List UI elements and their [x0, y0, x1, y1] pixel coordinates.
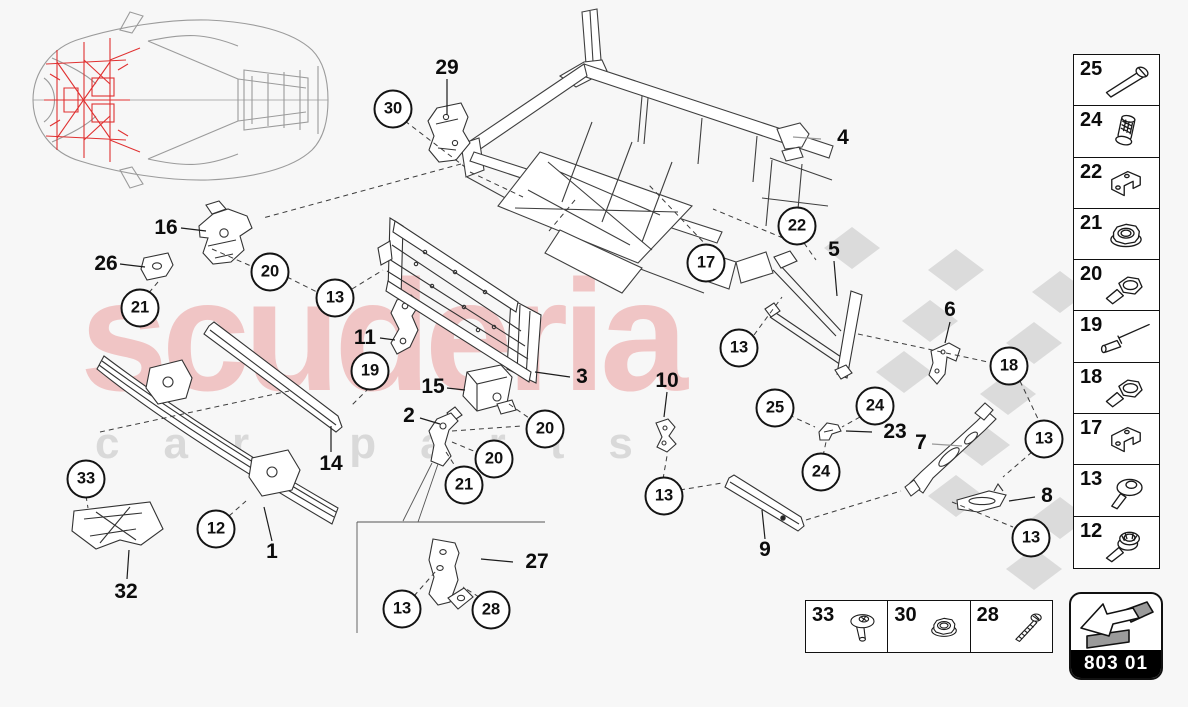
hex-bolt-icon	[1105, 379, 1143, 408]
washer-bolt-icon	[1111, 479, 1143, 510]
part-balloon[interactable]: 20	[525, 409, 565, 449]
parts-line-art	[71, 102, 1007, 610]
section-arrow-icon	[1080, 601, 1154, 649]
fastener-column: 25 24 22 21 20 19 18 17 13 12	[1073, 54, 1160, 569]
part-balloon[interactable]: 25	[755, 388, 795, 428]
fastener-row: 33 30 28	[805, 600, 1053, 653]
part-balloon[interactable]: 22	[777, 206, 817, 246]
part-number: 21	[1080, 211, 1103, 234]
dashed-leader-lines	[85, 120, 1040, 598]
car-top-view	[32, 11, 329, 189]
part-number: 20	[1080, 263, 1103, 286]
parts-column-cell[interactable]: 25	[1074, 55, 1159, 107]
part-number: 19	[1080, 314, 1103, 337]
highlighted-front-frame	[44, 38, 141, 162]
flange-nut-icon	[1110, 223, 1142, 248]
part-balloon[interactable]: 19	[350, 351, 390, 391]
flange-nut-icon	[930, 617, 957, 637]
diagram-ref-box[interactable]: 803 01	[1069, 592, 1163, 680]
parts-column-cell[interactable]: 13	[1074, 465, 1159, 517]
collar-bolt-icon	[1105, 531, 1140, 563]
u-bracket-icon	[1111, 426, 1141, 453]
part-number-label: 14	[319, 452, 343, 475]
part-balloon[interactable]: 18	[989, 346, 1029, 386]
part-number-label: 7	[915, 431, 927, 454]
parts-column-cell[interactable]: 22	[1074, 158, 1159, 209]
parts-column-cell[interactable]: 24	[1074, 106, 1159, 158]
part-number: 30	[894, 604, 917, 626]
part-balloon[interactable]: 13	[1024, 419, 1064, 459]
part-number-label: 11	[353, 326, 377, 349]
long-bolt-icon	[1105, 66, 1149, 98]
part-number: 24	[1080, 109, 1103, 132]
part-number-label: 16	[154, 216, 178, 239]
part-balloon[interactable]: 24	[855, 386, 895, 426]
part-number-label: 26	[94, 252, 118, 275]
part-balloon[interactable]: 12	[196, 509, 236, 549]
washer-screw-icon	[850, 614, 875, 642]
part-number-label: 3	[576, 365, 588, 388]
parts-column-cell[interactable]: 18	[1074, 363, 1159, 415]
part-balloon[interactable]: 20	[474, 439, 514, 479]
part-balloon[interactable]: 30	[373, 89, 413, 129]
fastener-row-cell[interactable]: 33	[806, 601, 889, 652]
part-balloon[interactable]: 24	[801, 452, 841, 492]
part-balloon[interactable]: 20	[250, 252, 290, 292]
part-balloon[interactable]: 17	[686, 243, 726, 283]
part-balloon[interactable]: 33	[66, 459, 106, 499]
part-number: 22	[1080, 160, 1103, 183]
part-number: 28	[976, 604, 999, 626]
long-screw-icon	[1015, 613, 1042, 642]
part-number: 18	[1080, 365, 1103, 388]
parts-column-cell[interactable]: 21	[1074, 209, 1159, 261]
part-balloon[interactable]: 13	[719, 328, 759, 368]
part-number: 33	[812, 604, 835, 626]
part-number-label: 9	[759, 538, 771, 561]
fastener-row-cell[interactable]: 28	[971, 601, 1052, 652]
u-bracket-icon	[1111, 170, 1141, 196]
fastener-row-cell[interactable]: 30	[888, 601, 971, 652]
blind-rivet-icon	[1100, 324, 1150, 354]
part-number: 17	[1080, 417, 1103, 440]
leader-lines	[119, 79, 1036, 633]
part-number-label: 8	[1041, 484, 1053, 507]
part-balloon[interactable]: 21	[444, 465, 484, 505]
part-balloon[interactable]: 13	[644, 476, 684, 516]
part-balloon[interactable]: 28	[471, 590, 511, 630]
front-frame-assembly	[460, 8, 834, 294]
part-number-label: 4	[837, 126, 849, 149]
part-number-label: 15	[421, 375, 445, 398]
part-balloon[interactable]: 13	[315, 278, 355, 318]
part-number: 25	[1080, 58, 1103, 80]
part-number-label: 32	[114, 580, 138, 603]
part-balloon[interactable]: 13	[1011, 518, 1051, 558]
part-number-label: 10	[655, 369, 679, 392]
rivet-nut-icon	[1115, 115, 1136, 146]
part-balloon[interactable]: 13	[382, 589, 422, 629]
ref-band: 803 01	[1071, 650, 1161, 678]
part-number-label: 29	[435, 56, 459, 79]
part-number-label: 23	[883, 420, 907, 443]
hex-bolt-icon	[1105, 276, 1143, 305]
part-number: 12	[1080, 519, 1103, 542]
part-number-label: 2	[403, 404, 415, 427]
part-number-label: 27	[525, 550, 549, 573]
parts-column-cell[interactable]: 19	[1074, 311, 1159, 363]
part-number-label: 6	[944, 298, 956, 321]
part-number: 13	[1080, 468, 1103, 491]
part-number-label: 1	[266, 540, 278, 563]
parts-column-cell[interactable]: 17	[1074, 414, 1159, 466]
parts-column-cell[interactable]: 12	[1074, 517, 1159, 568]
part-number-label: 5	[828, 238, 840, 261]
parts-column-cell[interactable]: 20	[1074, 260, 1159, 312]
ref-code: 803 01	[1083, 653, 1149, 674]
part-balloon[interactable]: 21	[120, 288, 160, 328]
